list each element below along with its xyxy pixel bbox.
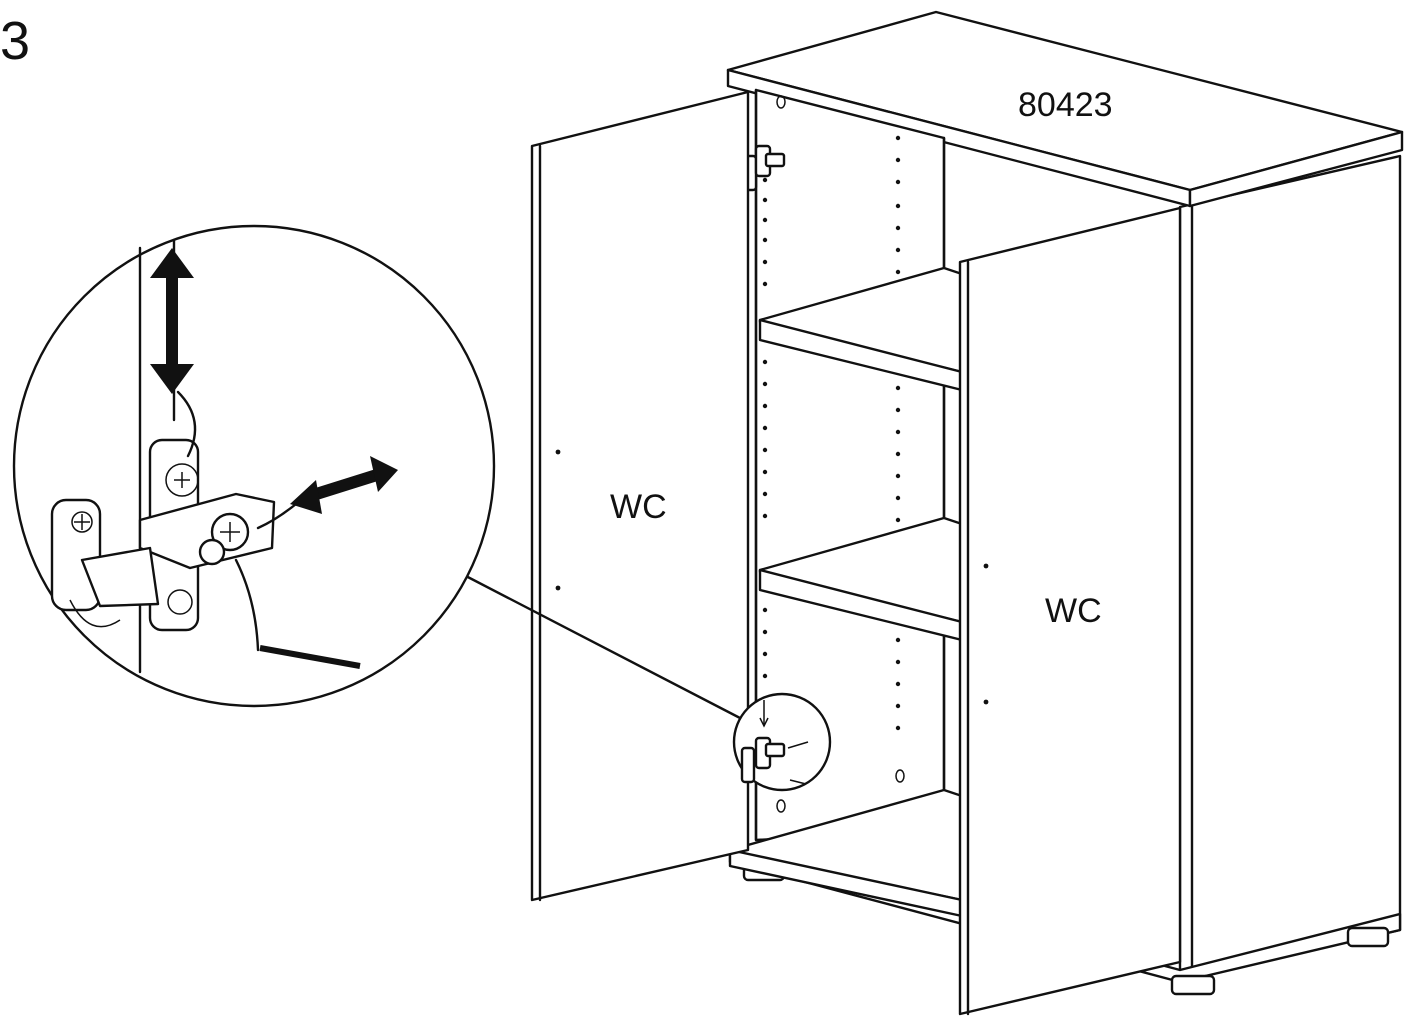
- left-right-adjust-arrow-icon: [256, 456, 398, 530]
- magnified-hinge-view: [12, 224, 496, 708]
- right-door-label: WC: [1045, 592, 1102, 630]
- shelf-pin-holes: [762, 95, 905, 813]
- depth-adjust-arrow-icon: [234, 558, 361, 669]
- up-down-adjust-arrow-icon: [150, 248, 197, 458]
- model-number: 80423: [1018, 86, 1113, 124]
- callout-leader-line: [460, 572, 742, 720]
- step-number: 3: [0, 11, 31, 71]
- right-door: [958, 206, 1182, 1016]
- cabinet-carcass: [726, 10, 1404, 996]
- hinge-detail-callout-icon: [732, 692, 832, 792]
- left-door: [530, 90, 750, 902]
- left-door-label: WC: [610, 488, 667, 526]
